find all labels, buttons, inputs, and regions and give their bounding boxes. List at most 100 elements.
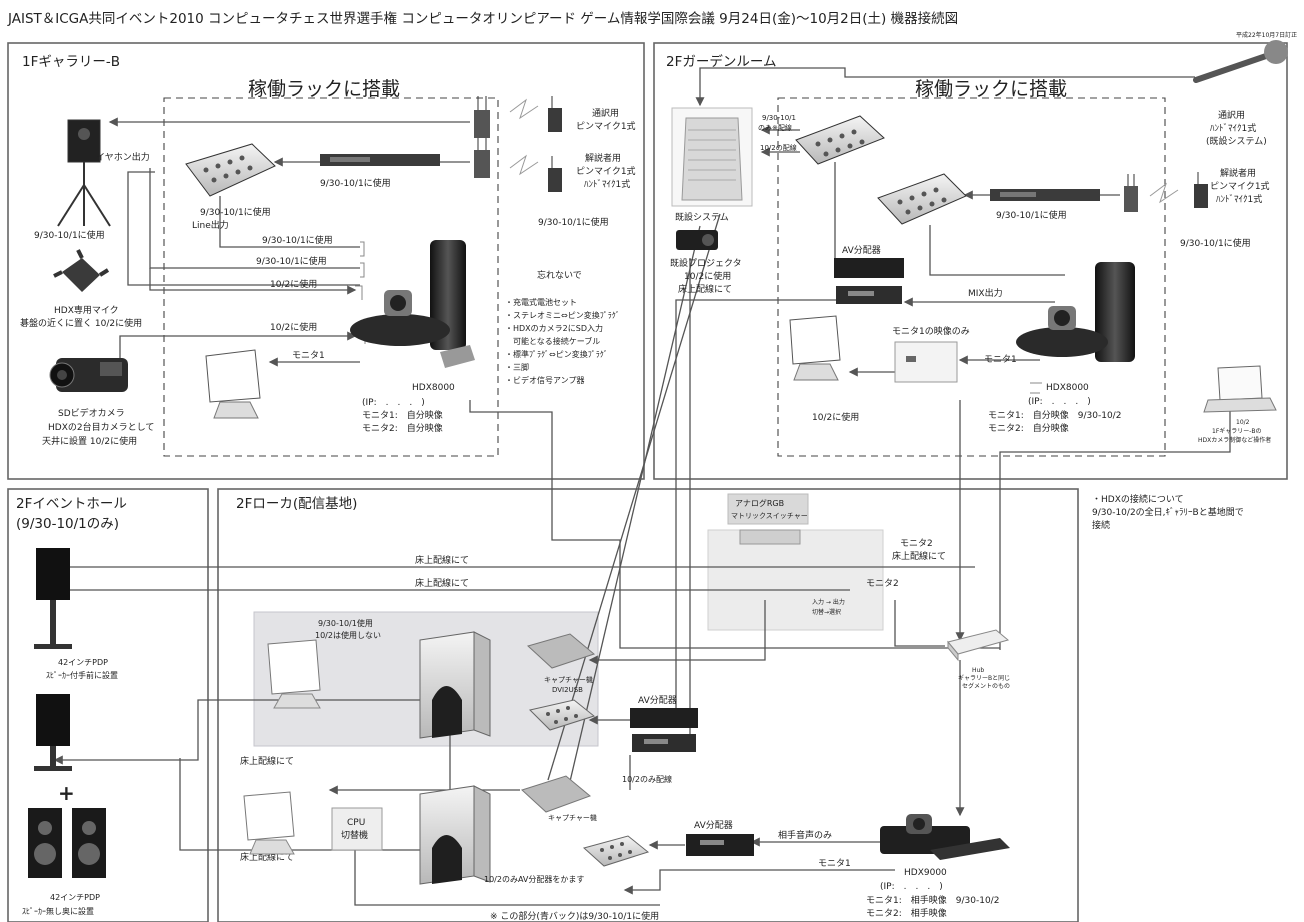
only-102-b: 10/2のみAV分配器をかます (484, 875, 584, 884)
garden-hdx-ip: (IP: . . . ) (1028, 397, 1091, 407)
existing-system (671, 107, 753, 207)
cpu-switch-label-1: CPU (347, 818, 365, 828)
rgb-switcher-label-1: アナログRGB (735, 498, 784, 508)
camera-label-1: SDビデオカメラ (58, 407, 125, 419)
capture-b-label: キャプチャー機 (548, 813, 597, 822)
interp-label-3: (既設システム) (1206, 135, 1267, 147)
room-title-gallery: 1Fギャラリー-B (22, 54, 120, 70)
hdx9000 (880, 814, 1010, 860)
line-a-label: 9/30-10/1に使用 (262, 234, 333, 246)
gallery-hdx-mon1: モニタ1: 自分映像 (362, 409, 443, 421)
corridor-monitor1-label: モニタ1 (818, 858, 851, 869)
wire-garden-hdx-side (1030, 382, 1042, 394)
pdp2-label-2: ｽﾋﾟｰｶｰ無し奥に設置 (22, 906, 94, 916)
pdp-2 (34, 694, 72, 771)
gallery-hdx8000 (350, 240, 475, 368)
mic2-sub1: ピンマイク1式 (576, 165, 636, 177)
checklist-title: 忘れないで (537, 269, 582, 281)
laptop (1203, 365, 1277, 413)
laptop-label-2: 1Fギャラリー-Bの (1212, 428, 1262, 435)
line-b-label: 9/30-10/1に使用 (256, 255, 327, 267)
projector-label-2: 10/2に使用 (684, 270, 731, 282)
room-gallery-b (7, 42, 645, 480)
blue-area-label-1: 9/30-10/1使用 (318, 618, 373, 628)
comm-label-2: ピンマイク1式 (1210, 180, 1270, 192)
garden-mixer-note-1: 9/30-10/1 (762, 114, 796, 122)
rgb-switcher-label-2: マトリックスイッチャー (731, 512, 808, 520)
corridor-hdx-ip: (IP: . . . ) (880, 882, 943, 892)
garden-hdx-mon1: モニタ1: 自分映像 9/30-10/2 (988, 409, 1121, 421)
corridor-monitor-2 (243, 791, 295, 855)
rgb-switcher-area (707, 529, 884, 631)
gallery-monitor (205, 349, 261, 419)
hub-label-1: Hub (972, 667, 984, 674)
monitor2-b: モニタ2 (866, 578, 899, 589)
wire-gallery-line-c (149, 268, 357, 295)
wire-corridor-hub-link (894, 600, 945, 647)
hub-label-2: ギャラリーBと同じ (958, 675, 1010, 682)
checklist: 忘れないで ・充電式電池セット ・ステレオミニ⇔ピン変換ﾌﾟﾗｸﾞ ・HDXのカ… (505, 269, 620, 385)
mic2-title: 解説者用 (585, 152, 621, 164)
wire-gallery-line-a (219, 196, 360, 248)
garden-monitor-use: 10/2に使用 (812, 411, 859, 423)
mix-out-label: MIX出力 (968, 287, 1003, 299)
floor-label-1: 床上配線にて (415, 554, 469, 566)
opp-audio-label: 相手音声のみ (778, 829, 832, 841)
corridor-av-splitter-a (630, 708, 698, 752)
room-subtitle-event-hall: (9/30-10/1のみ) (16, 516, 119, 532)
garden-monitor1-label: モニタ1 (984, 354, 1017, 365)
hub (947, 629, 1010, 662)
pdp1-label-1: 42インチPDP (58, 658, 108, 667)
line-c-label: 10/2に使用 (270, 278, 317, 290)
garden-receiver-use: 9/30-10/1に使用 (996, 209, 1067, 221)
speaker-use-label: 9/30-10/1に使用 (34, 229, 105, 241)
gallery-hdx-ip: (IP: . . . ) (362, 398, 425, 408)
garden-monitor-switch (894, 341, 958, 383)
note-line-2: 9/30-10/2の全日,ｷﾞｬﾗﾘｰBと基地間で (1092, 506, 1244, 518)
garden-receiver (990, 189, 1100, 201)
pdp1-label-2: ｽﾋﾟｰｶｰ付手前に設置 (46, 670, 118, 680)
diagram-title: JAIST＆ICGA共同イベント2010 コンピュータチェス世界選手権 コンピュ… (7, 10, 958, 27)
note-line-3: 接続 (1092, 519, 1110, 531)
interp-label-1: 通訳用 (1218, 109, 1245, 121)
only-102-a: 10/2のみ配線 (622, 774, 672, 784)
garden-mixer-2 (877, 173, 967, 225)
garden-hdx8000 (1016, 262, 1135, 362)
camera-label-2: HDXの2台目カメラとして (48, 421, 154, 433)
rgb-legend-2: 切替→選択 (812, 608, 841, 616)
hdx-mic-label-2: 碁盤の近くに置く 10/2に使用 (20, 317, 142, 329)
checklist-item: ・標準ﾌﾟﾗｸﾞ⇔ピン変換ﾌﾟﾗｸﾞ (505, 349, 608, 359)
projector-label-1: 既設プロジェクタ (670, 257, 742, 269)
blue-area-label-2: 10/2は使用しない (315, 630, 381, 640)
corridor-hdx-mon2: モニタ2: 相手映像 (866, 907, 947, 919)
corridor-av-splitter-b-label: AV分配器 (694, 820, 733, 831)
projector-label-3: 床上配線にて (678, 283, 732, 295)
garden-hdx-name: HDX8000 (1046, 383, 1089, 393)
camera-label-3: 天井に設置 10/2に使用 (42, 435, 137, 447)
corridor-hdx-name: HDX9000 (904, 868, 947, 878)
comm-label-1: 解説者用 (1220, 167, 1256, 179)
capture-device-a (527, 633, 596, 669)
line-d-label: 10/2に使用 (270, 321, 317, 333)
mic2-sub2: ﾊﾝﾄﾞﾏｲｸ1式 (584, 178, 630, 190)
wireless-wave-1 (509, 98, 539, 120)
corridor-av-splitter-a-label: AV分配器 (638, 695, 677, 706)
revision-date: 平成22年10月7日訂正 (1236, 31, 1297, 39)
rack-garden-label: 稼働ラックに搭載 (915, 78, 1067, 100)
checklist-item: ・充電式電池セット (505, 297, 577, 307)
wire-floor-3 (53, 699, 450, 765)
monitor2-a: モニタ2 (900, 538, 933, 549)
monitor2-a2: 床上配線にて (892, 550, 946, 562)
video-camera-device (49, 358, 128, 392)
room-title-garden: 2Fガーデンルーム (666, 53, 776, 70)
wire-projector-diagonal-2 (547, 213, 721, 781)
garden-mixer-note-2: のみ※配線 (758, 123, 792, 132)
wire-gallery-earphone (127, 171, 360, 286)
checklist-item: ・ビデオ信号アンプ器 (505, 375, 584, 385)
wire-corridor-to-capture (588, 600, 766, 665)
gallery-hdx-name: HDX8000 (412, 383, 455, 393)
wire-garden-laptop (999, 402, 1231, 650)
speaker-pair (28, 808, 106, 878)
cpu-switch (331, 807, 383, 851)
